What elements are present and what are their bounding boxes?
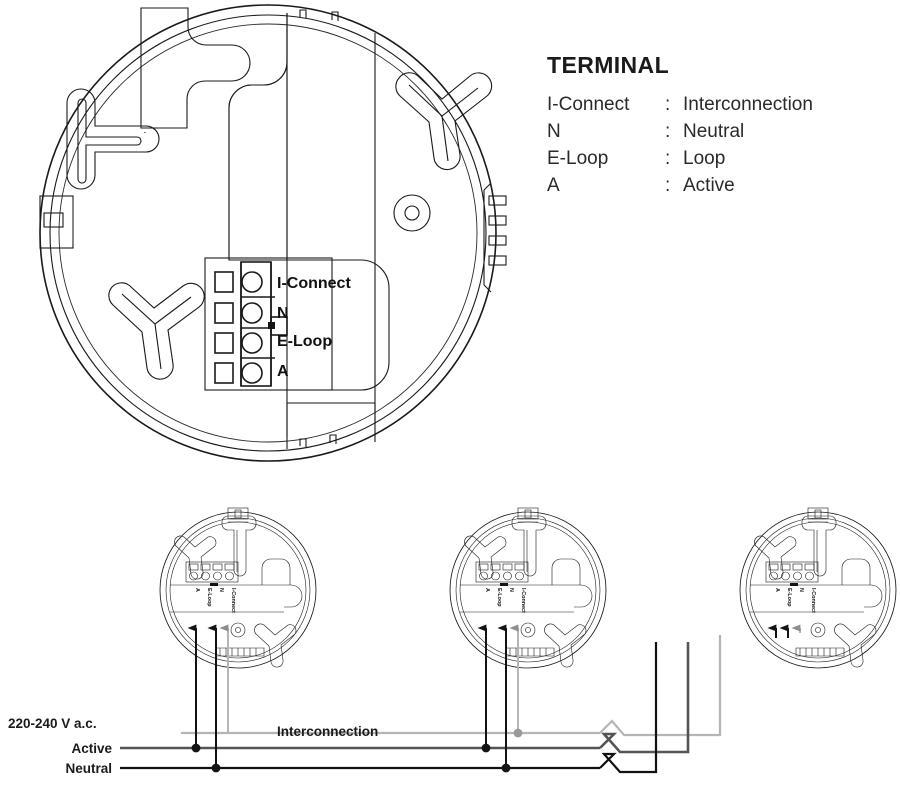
- junction-dot-active-2: [481, 743, 491, 753]
- terminal-legend: TERMINAL I-Connect : Interconnection N :…: [547, 52, 813, 196]
- base-1-label-i-connect: I-Connect: [230, 588, 236, 613]
- base-3-label-i-connect: I-Connect: [810, 588, 816, 613]
- base-3-label-a: A: [774, 588, 780, 592]
- mounting-slot-lower-left: [108, 282, 205, 380]
- base-2-label-n: N: [508, 588, 514, 592]
- supply-voltage-label: 220-240 V a.c.: [8, 716, 97, 731]
- legend-sep-0: :: [665, 94, 670, 115]
- risers-base-3: [767, 624, 801, 638]
- legend-meaning-2: Loop: [683, 148, 725, 169]
- terminal-label-i-connect: I-Connect: [277, 275, 351, 292]
- terminal-block: [204, 257, 333, 391]
- base-1-label-e-loop: E-Loop: [206, 588, 212, 607]
- base-3-terminal-block: [765, 561, 819, 586]
- risers-base-2: [477, 624, 523, 773]
- legend-sep-3: :: [665, 175, 670, 196]
- neutral-break: [599, 642, 658, 774]
- base-1-label-n: N: [218, 588, 224, 592]
- main-base-illustration: I-Connect N E-Loop A: [39, 4, 507, 462]
- screw-hole: [393, 194, 431, 232]
- legend-abbr-3: A: [547, 175, 560, 196]
- junction-dot-interconnect-2: [513, 728, 523, 738]
- base-left-tab: [39, 195, 74, 249]
- active-break: [599, 642, 690, 754]
- base-1-vents: [215, 647, 265, 657]
- detector-base-3: A E-Loop N I-Connect: [739, 507, 897, 669]
- terminal-label-e-loop: E-Loop: [277, 333, 332, 350]
- legend-abbr-1: N: [547, 121, 561, 142]
- legend-meaning-3: Active: [683, 175, 735, 196]
- detector-base-2: A E-Loop N I-Connect: [449, 507, 607, 669]
- legend-abbr-2: E-Loop: [547, 148, 608, 169]
- legend-title: TERMINAL: [547, 52, 669, 78]
- base-3-label-e-loop: E-Loop: [786, 588, 792, 607]
- legend-sep-1: :: [665, 121, 670, 142]
- legend-meaning-1: Neutral: [683, 121, 744, 142]
- base-2-label-a: A: [484, 588, 490, 592]
- legend-meaning-0: Interconnection: [683, 94, 813, 115]
- base-3-vents: [795, 647, 845, 657]
- interconnection-break: [599, 635, 722, 737]
- legend-sep-2: :: [665, 148, 670, 169]
- risers-base-1: [187, 624, 229, 773]
- interconnection-label: Interconnection: [277, 724, 378, 739]
- wiring-bus: [120, 635, 722, 774]
- mounting-slot-upper-right: [395, 72, 493, 171]
- terminal-label-a: A: [277, 363, 289, 380]
- base-2-label-e-loop: E-Loop: [496, 588, 502, 607]
- detector-base-1: A E-Loop N I-Connect: [159, 507, 317, 669]
- junction-dot-active-1: [191, 743, 201, 753]
- active-label: Active: [71, 741, 112, 756]
- terminal-label-n: N: [277, 305, 289, 322]
- legend-abbr-0: I-Connect: [547, 94, 630, 115]
- base-2-vents: [505, 647, 555, 657]
- base-1-label-a: A: [194, 588, 200, 592]
- junction-dot-neutral-2: [501, 763, 511, 773]
- base-1-terminal-block: [185, 561, 239, 586]
- vent-ribs: [483, 183, 507, 293]
- mounting-slot-left: [66, 88, 160, 190]
- base-2-terminal-block: [475, 561, 529, 586]
- junction-dot-neutral-1: [211, 763, 221, 773]
- base-2-label-i-connect: I-Connect: [520, 588, 526, 613]
- base-3-label-n: N: [798, 588, 804, 592]
- neutral-label: Neutral: [65, 761, 112, 776]
